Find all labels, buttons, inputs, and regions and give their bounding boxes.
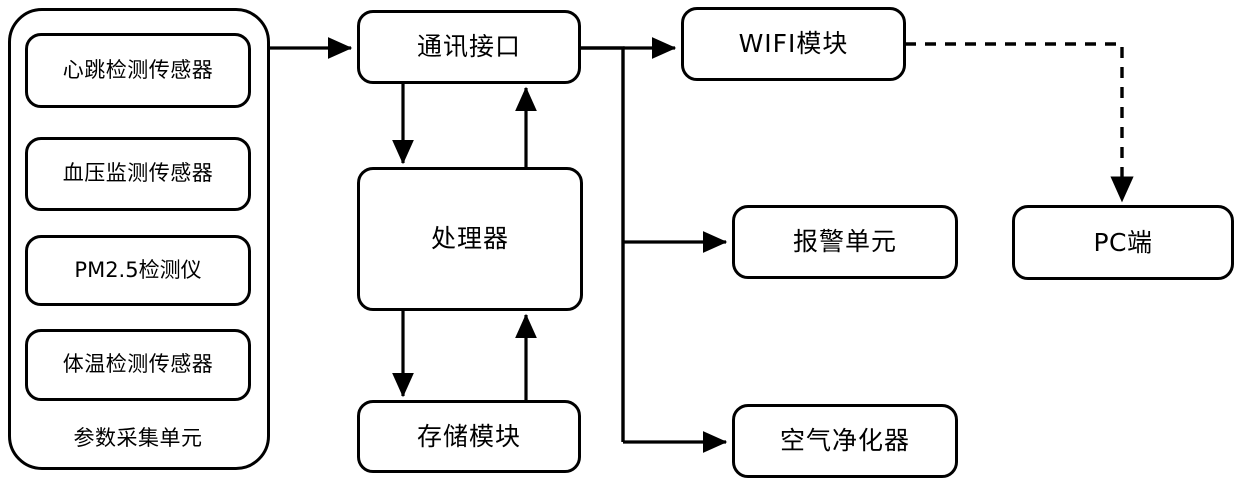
comm-interface-label: 通讯接口 [416,32,521,62]
processor-box[interactable]: 处理器 [357,167,583,311]
sensor-label-temperature: 体温检测传感器 [62,352,214,377]
sensor-label-blood-pressure: 血压监测传感器 [62,161,214,186]
wire-output-bus [580,46,625,442]
storage-label: 存储模块 [416,421,521,451]
air-purifier-label: 空气净化器 [779,426,910,456]
pc-terminal-label: PC端 [1093,227,1153,257]
sensor-box-heartbeat[interactable]: 心跳检测传感器 [25,33,251,108]
alarm-unit-box[interactable]: 报警单元 [732,205,958,279]
wire-wifi-to-pc-dashed [905,42,1134,203]
wifi-module-box[interactable]: WIFI模块 [681,7,906,81]
alarm-unit-label: 报警单元 [792,227,897,257]
comm-interface-box[interactable]: 通讯接口 [357,10,581,84]
sensor-label-heartbeat: 心跳检测传感器 [62,57,214,82]
acquisition-unit-label: 参数采集单元 [73,426,203,450]
sensor-box-blood-pressure[interactable]: 血压监测传感器 [25,137,251,211]
sensor-box-pm25[interactable]: PM2.5检测仪 [25,235,251,306]
pc-terminal-box[interactable]: PC端 [1012,205,1234,280]
air-purifier-box[interactable]: 空气净化器 [732,404,958,478]
sensor-box-temperature[interactable]: 体温检测传感器 [25,329,251,401]
sensor-label-pm25: PM2.5检测仪 [74,257,202,282]
processor-label: 处理器 [430,224,509,254]
storage-box[interactable]: 存储模块 [357,400,581,473]
wifi-module-label: WIFI模块 [738,29,849,59]
